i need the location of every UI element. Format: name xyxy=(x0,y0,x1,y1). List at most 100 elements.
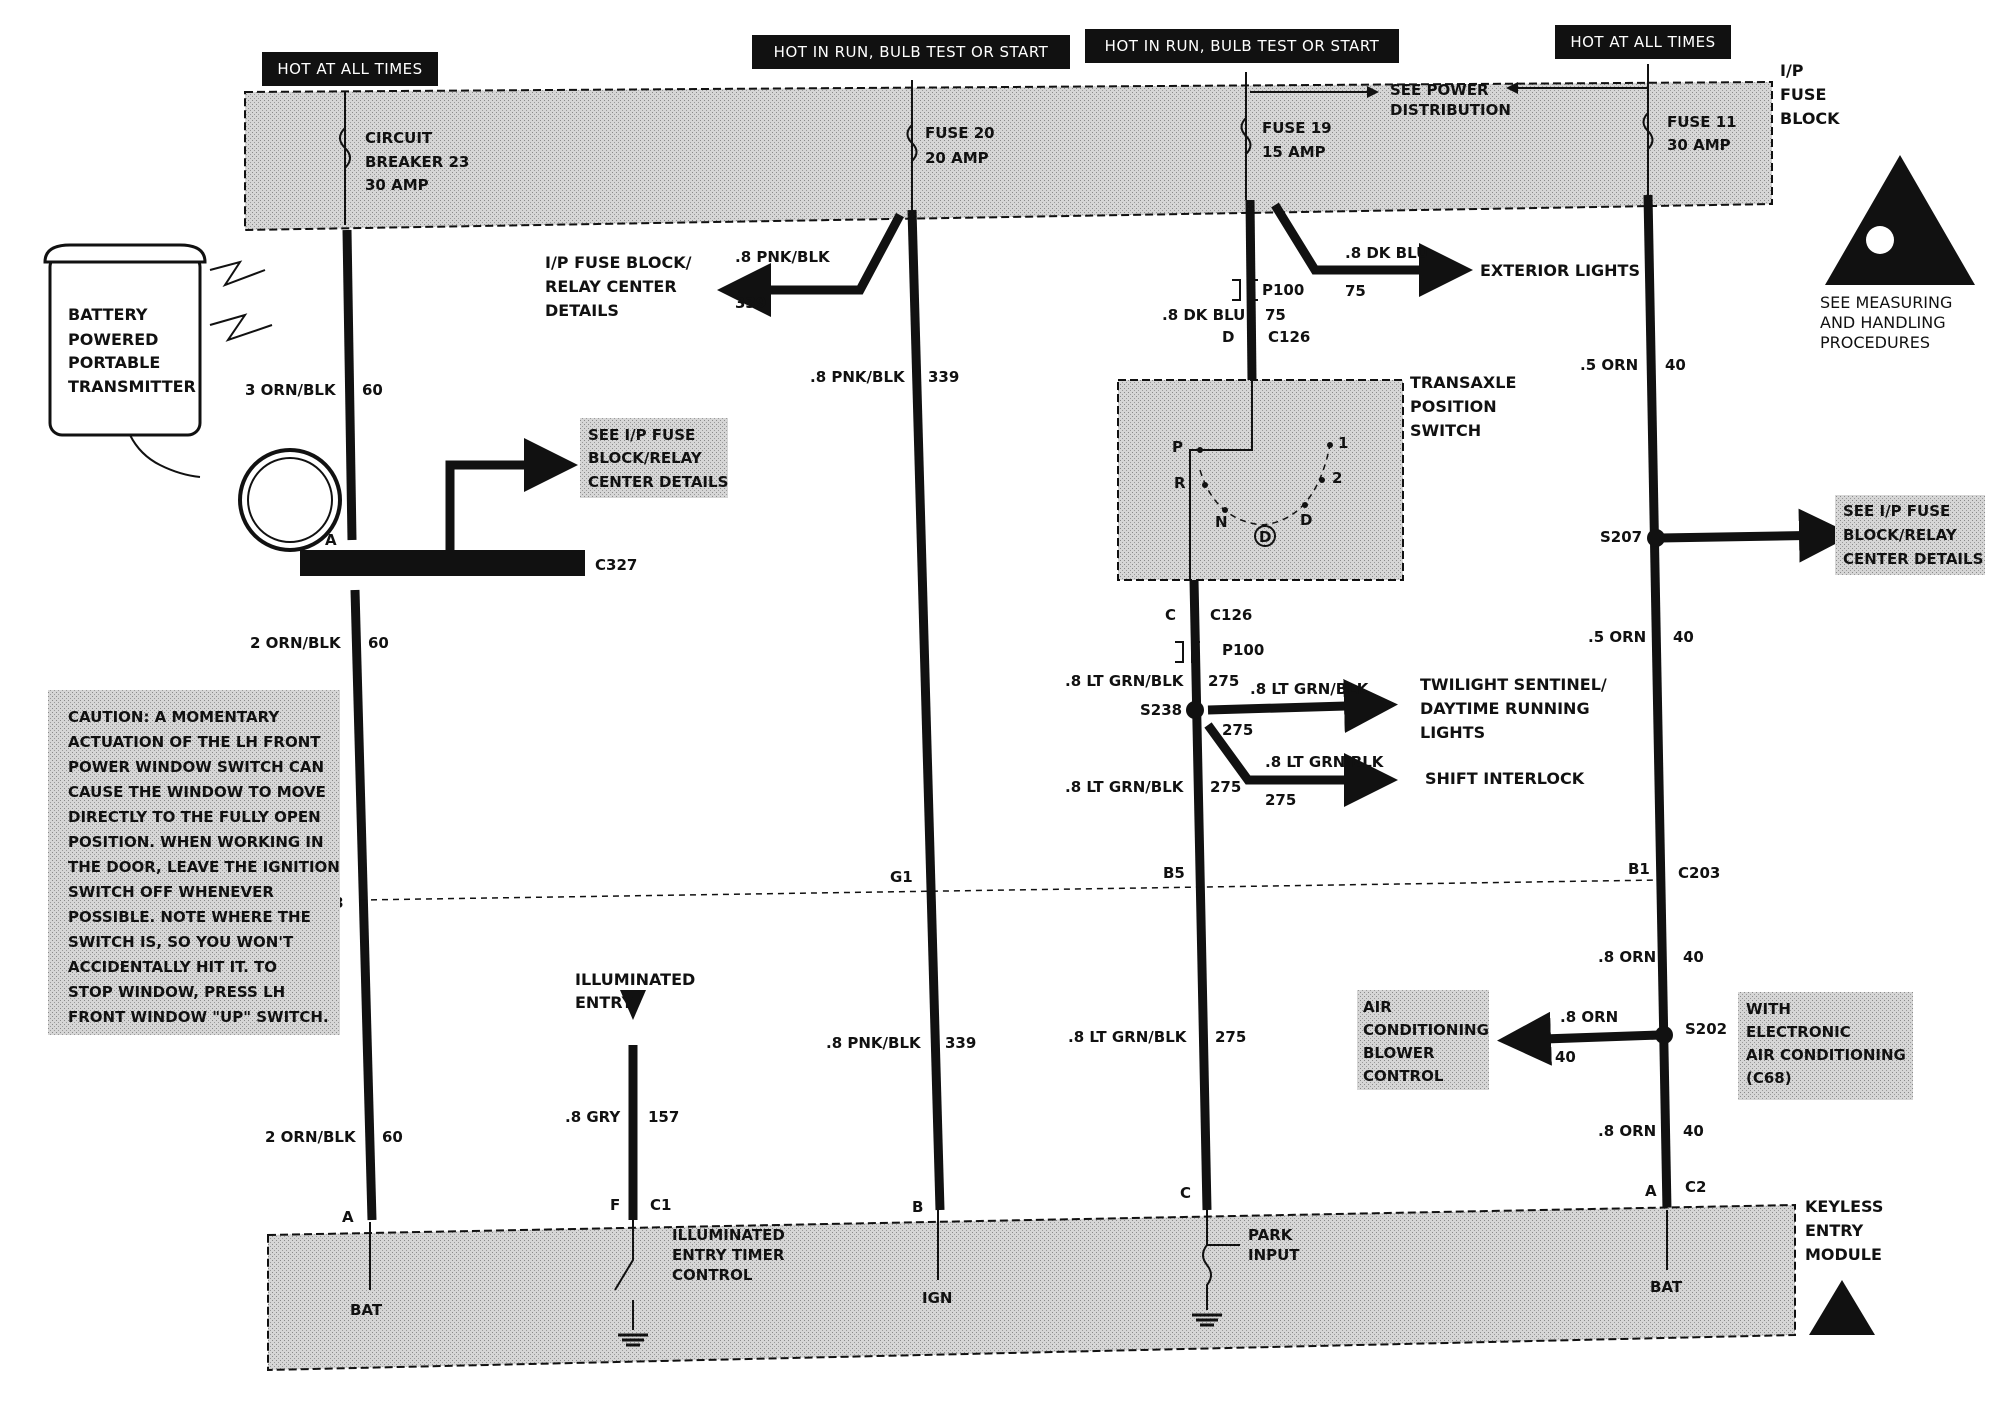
svg-text:.8 PNK/BLK: .8 PNK/BLK xyxy=(826,1034,922,1052)
svg-text:BLOWER: BLOWER xyxy=(1363,1044,1435,1062)
svg-text:BREAKER 23: BREAKER 23 xyxy=(365,153,469,171)
header-hot-at-all-times-2: HOT AT ALL TIMES xyxy=(1555,25,1731,59)
svg-text:D: D xyxy=(1222,328,1234,346)
keyless-entry-module: KEYLESS ENTRY MODULE BAT ILLUMINATED ENT… xyxy=(267,1197,1883,1372)
svg-text:R: R xyxy=(1174,474,1186,492)
svg-text:MODULE: MODULE xyxy=(1805,1245,1882,1264)
svg-text:A: A xyxy=(342,1208,354,1226)
svg-text:D: D xyxy=(1259,528,1271,546)
svg-text:40: 40 xyxy=(1673,628,1694,646)
svg-text:INPUT: INPUT xyxy=(1248,1246,1300,1264)
svg-text:D: D xyxy=(1300,511,1312,529)
svg-text:CIRCUIT: CIRCUIT xyxy=(365,129,433,147)
esd-warning-icon xyxy=(1825,155,1975,285)
svg-text:ENTRY: ENTRY xyxy=(1805,1221,1864,1240)
svg-text:SEE I/P FUSE: SEE I/P FUSE xyxy=(1843,502,1950,520)
svg-text:ACTUATION OF THE LH FRONT: ACTUATION OF THE LH FRONT xyxy=(68,733,321,751)
svg-text:.8 ORN: .8 ORN xyxy=(1598,948,1656,966)
svg-text:BLOCK/RELAY: BLOCK/RELAY xyxy=(588,449,703,467)
svg-text:C: C xyxy=(1165,606,1176,624)
svg-text:.5 ORN: .5 ORN xyxy=(1580,356,1638,374)
svg-text:1: 1 xyxy=(1338,434,1348,452)
svg-text:S202: S202 xyxy=(1685,1020,1727,1038)
svg-text:AIR: AIR xyxy=(1363,998,1392,1016)
splice-s202 xyxy=(1655,1026,1673,1044)
svg-text:EXTERIOR LIGHTS: EXTERIOR LIGHTS xyxy=(1480,261,1640,280)
svg-text:ELECTRONIC: ELECTRONIC xyxy=(1746,1023,1851,1041)
svg-text:2: 2 xyxy=(1332,469,1342,487)
svg-text:IGN: IGN xyxy=(922,1289,952,1307)
svg-text:POSITION. WHEN WORKING IN: POSITION. WHEN WORKING IN xyxy=(68,833,324,851)
svg-text:CAUSE THE WINDOW TO MOVE: CAUSE THE WINDOW TO MOVE xyxy=(68,783,326,801)
svg-text:FUSE 20: FUSE 20 xyxy=(925,124,995,142)
svg-text:.8 LT GRN/BLK: .8 LT GRN/BLK xyxy=(1250,680,1370,698)
svg-text:C126: C126 xyxy=(1210,606,1252,624)
svg-text:LIGHTS: LIGHTS xyxy=(1420,723,1485,742)
signal-icon xyxy=(209,260,266,288)
see-fuse-block-note-1: SEE I/P FUSE BLOCK/RELAY CENTER DETAILS xyxy=(580,418,728,498)
svg-text:339: 339 xyxy=(945,1034,976,1052)
svg-text:A: A xyxy=(1645,1182,1657,1200)
svg-text:POWERED: POWERED xyxy=(68,330,158,349)
svg-text:C126: C126 xyxy=(1268,328,1310,346)
svg-text:S207: S207 xyxy=(1600,528,1642,546)
svg-text:HOT AT ALL TIMES: HOT AT ALL TIMES xyxy=(1570,33,1715,51)
esd-warning: SEE MEASURING AND HANDLING PROCEDURES xyxy=(1820,155,1975,352)
svg-text:339: 339 xyxy=(928,368,959,386)
header-hot-at-all-times-1: HOT AT ALL TIMES xyxy=(262,52,438,86)
svg-text:.8 LT GRN/BLK: .8 LT GRN/BLK xyxy=(1065,672,1185,690)
svg-text:STOP WINDOW, PRESS LH: STOP WINDOW, PRESS LH xyxy=(68,983,285,1001)
svg-text:ACCIDENTALLY HIT IT. TO: ACCIDENTALLY HIT IT. TO xyxy=(68,958,277,976)
header-hot-in-run-2: HOT IN RUN, BULB TEST OR START xyxy=(1085,29,1399,63)
fuse-11-icon xyxy=(1642,112,1654,150)
svg-text:2 ORN/BLK: 2 ORN/BLK xyxy=(250,634,342,652)
svg-text:DIRECTLY TO THE FULLY OPEN: DIRECTLY TO THE FULLY OPEN xyxy=(68,808,321,826)
svg-text:BLOCK: BLOCK xyxy=(1780,109,1840,128)
fuse-19-icon xyxy=(1240,117,1252,155)
ground-icon xyxy=(618,1333,648,1347)
svg-text:B: B xyxy=(912,1198,923,1216)
circuit-breaker-icon xyxy=(339,127,351,169)
splice-s207 xyxy=(1647,529,1665,547)
svg-text:ENTRY TIMER: ENTRY TIMER xyxy=(672,1246,785,1264)
svg-text:FUSE: FUSE xyxy=(1780,85,1826,104)
svg-text:60: 60 xyxy=(362,381,383,399)
svg-text:.8 ORN: .8 ORN xyxy=(1598,1122,1656,1140)
destination-labels: I/P FUSE BLOCK/ RELAY CENTER DETAILS EXT… xyxy=(545,253,1640,788)
svg-text:TRANSMITTER: TRANSMITTER xyxy=(68,377,196,396)
svg-text:WITH: WITH xyxy=(1746,1000,1791,1018)
svg-text:I/P FUSE BLOCK/: I/P FUSE BLOCK/ xyxy=(545,253,692,272)
see-fuse-block-note-2: SEE I/P FUSE BLOCK/RELAY CENTER DETAILS xyxy=(1835,495,1985,575)
ac-blower-control-note: AIR CONDITIONING BLOWER CONTROL xyxy=(1357,990,1489,1090)
svg-text:CONTROL: CONTROL xyxy=(1363,1067,1444,1085)
svg-text:275: 275 xyxy=(1222,721,1253,739)
transaxle-position-switch: TRANSAXLE POSITION SWITCH P R N D D 2 1 xyxy=(1117,373,1516,581)
svg-text:275: 275 xyxy=(1215,1028,1246,1046)
svg-text:FUSE 11: FUSE 11 xyxy=(1667,113,1737,131)
svg-text:I/P: I/P xyxy=(1780,61,1804,80)
svg-text:ILLUMINATED: ILLUMINATED xyxy=(672,1226,785,1244)
svg-text:BAT: BAT xyxy=(1650,1278,1683,1296)
ip-fuse-block: I/P FUSE BLOCK CIRCUIT BREAKER 23 30 AMP… xyxy=(244,61,1840,232)
svg-text:N: N xyxy=(1215,513,1228,531)
svg-text:157: 157 xyxy=(648,1108,679,1126)
svg-text:AIR CONDITIONING: AIR CONDITIONING xyxy=(1746,1046,1906,1064)
portable-transmitter: BATTERY POWERED PORTABLE TRANSMITTER xyxy=(43,243,342,552)
svg-text:C327: C327 xyxy=(595,556,637,574)
fuse-20-icon xyxy=(906,124,918,162)
svg-text:FRONT WINDOW "UP" SWITCH.: FRONT WINDOW "UP" SWITCH. xyxy=(68,1008,329,1026)
circuit-339-wire xyxy=(717,209,945,1211)
svg-text:CENTER DETAILS: CENTER DETAILS xyxy=(1843,550,1983,568)
svg-text:POSITION: POSITION xyxy=(1410,397,1497,416)
circuit-275-wire xyxy=(1189,579,1398,1211)
svg-text:60: 60 xyxy=(368,634,389,652)
svg-text:TRANSAXLE: TRANSAXLE xyxy=(1410,373,1516,392)
svg-text:RELAY CENTER: RELAY CENTER xyxy=(545,277,677,296)
svg-text:P100: P100 xyxy=(1262,281,1304,299)
electronic-ac-note: WITH ELECTRONIC AIR CONDITIONING (C68) xyxy=(1738,992,1913,1100)
wire-labels: 3 ORN/BLK 60 2 ORN/BLK 60 2 ORN/BLK 60 .… xyxy=(245,244,1704,1146)
svg-text:40: 40 xyxy=(1683,1122,1704,1140)
circuit-60-wire xyxy=(342,229,377,1221)
svg-text:THE DOOR, LEAVE THE IGNITION: THE DOOR, LEAVE THE IGNITION xyxy=(68,858,340,876)
svg-text:(C68): (C68) xyxy=(1746,1069,1792,1087)
